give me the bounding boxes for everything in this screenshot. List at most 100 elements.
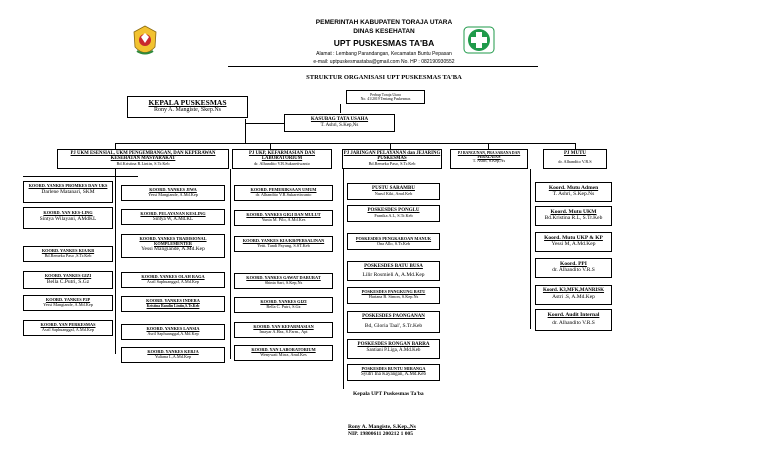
coordinator-box: KOORD. YAN KES-LING Sintya Wilayani, AMd… xyxy=(23,207,113,229)
coordinator-box: KOORD. YANKES P2P Yessi Mangiande, A.Md.… xyxy=(23,295,113,311)
pj-box: PJ BANGUNAN, PRA SARANA DAN PERALATAN T.… xyxy=(450,149,528,169)
header-line-1: PEMERINTAH KABUPATEN TORAJA UTARA xyxy=(315,19,453,26)
coordinator-box: KOORD. YANKES KIA/KB Bd.Remeka Paso ,S.T… xyxy=(23,246,113,262)
connector xyxy=(115,169,116,354)
regency-logo xyxy=(132,25,158,59)
coordinator-name: Yessi Mangiande, A.Md.Kep xyxy=(148,191,198,197)
chart-title: STRUKTUR ORGANISASI UPT PUSKESMAS TA'BA xyxy=(306,74,462,81)
kasubag-title: KASUBAG TATA USAHA xyxy=(310,117,369,122)
connector xyxy=(390,143,391,149)
quality-coordinator-box: Koord. K3,MFK,MANRISK Astri .S, A.Md.Kep xyxy=(535,285,612,305)
regulation-box: Perbup Toraja Utara No. 41/2019 Tentang … xyxy=(346,90,425,104)
head-name: Rony A. Mangiste, Skep.Ns xyxy=(153,107,221,114)
quality-name: Yessi M, A.Md.Kep xyxy=(551,241,596,248)
unit-title: POSKESDES BATU BUSA xyxy=(364,264,423,269)
coordinator-box: KOORD. YANKES OLAH RAGA Asril Saphuangga… xyxy=(121,272,225,288)
connector xyxy=(115,143,116,149)
coordinator-name: Bella C.Putri, S.Gz xyxy=(46,278,90,285)
coordinator-name: Asril Saphuanggal, A.Md.Kep xyxy=(146,278,200,284)
unit-box: POSKESDES PAONGANAN Bd, Gloria Taal', S.… xyxy=(347,311,440,333)
pj-name: dr. Alhandito V.R.S xyxy=(558,158,592,164)
coordinator-name: Wenywati Mirra, Amd.Kes xyxy=(260,351,307,357)
quality-name: dr. Alhandito V.R.S xyxy=(552,267,595,274)
coordinator-name: Sintya Wilayani, AMdKL xyxy=(39,215,97,222)
unit-title: PUSTU SARAMBU xyxy=(372,186,415,191)
connector xyxy=(115,143,575,144)
pj-box: PJ JARINGAN PELAYANAN dan JEJARING PUSKE… xyxy=(342,149,442,169)
coordinator-box: KOORD. YANKES KERJA Yuliana L,A.Md.Kep xyxy=(121,347,225,363)
health-cross-icon xyxy=(463,26,495,54)
pj-title: PJ UKP, KEFARMASIAN DAN LABORATORIUM xyxy=(248,151,316,162)
connector xyxy=(270,143,271,149)
connector xyxy=(23,176,138,177)
coordinator-box: KOORD. YAN LABORATORIUM Wenywati Mirra, … xyxy=(234,345,333,361)
regulation-line-1: Perbup Toraja Utara xyxy=(370,93,401,97)
signature-name: Rony A. Mangiste, S.Kep.,Ns xyxy=(348,424,416,430)
unit-box: POSKESDES PANGKUNG BATU Hariana B. Simon… xyxy=(347,287,440,304)
coordinator-name: Sintya W, A.Md.KL xyxy=(152,216,194,222)
coordinator-name: Yessi Mangiande, A.Md.Kep xyxy=(43,301,93,307)
quality-name: Bd.Kristina R.L, S.Tr.Keb xyxy=(544,215,603,222)
unit-name: Bd, Gloria Taal', S.Tr.Keb xyxy=(364,322,423,329)
pj-box: PJ MUTU dr. Alhandito V.R.S xyxy=(543,149,607,169)
quality-coordinator-box: Koord. Mutu UKM Bd.Kristina R.L, S.Tr.Ke… xyxy=(535,206,612,226)
coordinator-title: KOORD. YANKES KIA/KB/PERSALINAN xyxy=(242,238,325,243)
unit-box: PUSTU SARAMBU Nurul Kiki, Amd.Keb xyxy=(347,183,440,200)
head-of-puskesmas-box: KEPALA PUSKESMAS Rony A. Mangiste, Skep.… xyxy=(127,96,248,118)
quality-name: dr. Alhandito V.R.S xyxy=(552,320,595,327)
coordinator-title: KOORD. YAN PERKESMAS xyxy=(40,322,96,327)
coordinator-box: KOORD. YANKES KIA/KB/PERSALINAN Yetti. T… xyxy=(234,236,333,252)
unit-box: POSKESDES RONGAN BARRA Santiani P.Liga, … xyxy=(347,339,440,359)
regulation-line-2: No. 41/2019 Tentang Puskesmas xyxy=(360,97,411,102)
coordinator-title: KOORD. YANKES GIZI xyxy=(44,273,92,278)
unit-box: POSKESDES PENGKAROAN MANUK Ona Allo, S.T… xyxy=(347,233,440,250)
coordinator-title: KOORD. YANKES KIA/KB xyxy=(41,248,95,253)
quality-title: Koord. Mutu UKM xyxy=(550,209,597,215)
pj-box: PJ UKP, KEFARMASIAN DAN LABORATORIUM dr.… xyxy=(232,149,332,169)
unit-name: Lilir Rosmieli A, A.Md.Kep xyxy=(362,271,425,278)
header-line-2: DINAS KESEHATAN xyxy=(353,28,415,35)
quality-coordinator-box: Koord. Audit Internal dr. Alhandito V.R.… xyxy=(535,309,612,331)
coordinator-box: KOORD. YANKES LANSIA Asril Saphuanggal,A… xyxy=(121,324,225,340)
coordinator-title: KOORD. PELAYANAN KESLING xyxy=(140,211,206,216)
coordinator-title: KOORD. YAN LABORATORIUM xyxy=(251,347,316,352)
header-line-3: UPT PUSKESMAS TA'BA xyxy=(333,38,435,48)
unit-title: POSKESDES PENGKAROAN MANUK xyxy=(355,236,432,241)
unit-name: Ona Allo, S.Tr.Keb xyxy=(376,240,411,246)
coordinator-name: Yuliana L,A.Md.Kep xyxy=(154,353,192,359)
signature-title: Kepala UPT Puskesmas Ta'ba xyxy=(353,391,424,397)
coordinator-name: Asril Saphuanggal, A.Md.Kep xyxy=(41,326,95,332)
coordinator-box: KOORD. PEMERIKSAAN UMUM dr. Alhandito V.… xyxy=(234,185,333,201)
unit-box: POSKESDES BATU BUSA Lilir Rosmieli A, A.… xyxy=(347,261,440,281)
pj-box: PJ UKM ESENSIAL, UKM PENGEMBANGAN, DAN K… xyxy=(57,149,229,169)
coordinator-title: KOORD. YANKES KERJA xyxy=(147,349,199,354)
quality-name: Astri .S, A.Md.Kep xyxy=(552,293,595,300)
connector xyxy=(530,169,531,329)
signature-nip: NIP. 19800611 200212 1 005 xyxy=(348,431,414,437)
pj-title: PJ JARINGAN PELAYANAN dan JEJARING PUSKE… xyxy=(343,151,441,162)
connector xyxy=(245,119,246,144)
connector xyxy=(230,169,231,359)
coordinator-title: KOORD. YANKES GAWAT DARURAT xyxy=(246,275,321,280)
coordinator-name: Bd.Remeka Paso ,S.Tr.Keb xyxy=(44,252,92,258)
connector xyxy=(245,123,285,124)
pj-name: dr. Alhandito V.R.Sukaretiwanto xyxy=(254,160,310,166)
unit-box: POSKESDES PONGLU Franika A.L, S.Tr.Keb xyxy=(347,205,440,222)
coordinator-title: KOORD. YANKES JIWA xyxy=(149,187,197,192)
coordinator-title: KOORD. YANKES GIGI DAN MULUT xyxy=(246,212,321,217)
pj-name: Bd.Kristina R.Lintin, S.Tr.Keb xyxy=(116,160,170,166)
coordinator-box: KOORD. YANKES GIZI Bella C. Putri, S.Gz xyxy=(234,297,333,313)
quality-title: Koord. Mutu UKP & KP xyxy=(544,235,603,241)
coordinator-name: Imayar A.Haz, S.Farm., Apt xyxy=(259,328,308,334)
coordinator-box: KOORD. YANKES GIZI Bella C.Putri, S.Gz xyxy=(23,271,113,289)
pj-name: Bd.Remeka Paso, S.Tr.Keb xyxy=(368,160,416,166)
coordinator-title: KOORD. YAN KEFARMASIAN xyxy=(253,324,314,329)
unit-title: POSKESDES BUNTU MIRANGA xyxy=(361,366,426,371)
quality-coordinator-box: Koord. Mutu UKP & KP Yessi M, A.Md.Kep xyxy=(535,232,612,252)
coordinator-title: KOORD. YANKES PROMKES DAN UKS xyxy=(28,183,108,188)
unit-title: POSKESDES RONGAN BARRA xyxy=(357,342,430,347)
pj-title: PJ UKM ESENSIAL, UKM PENGEMBANGAN, DAN K… xyxy=(70,151,216,162)
unit-box: POSKESDES BUNTU MIRANGA Syutri Ina Kayan… xyxy=(347,364,440,381)
coordinator-box: KOORD. PELAYANAN KESLING Sintya W, A.Md.… xyxy=(121,209,225,225)
coordinator-box: KOORD. YAN PERKESMAS Asril Saphuanggal, … xyxy=(23,320,113,336)
